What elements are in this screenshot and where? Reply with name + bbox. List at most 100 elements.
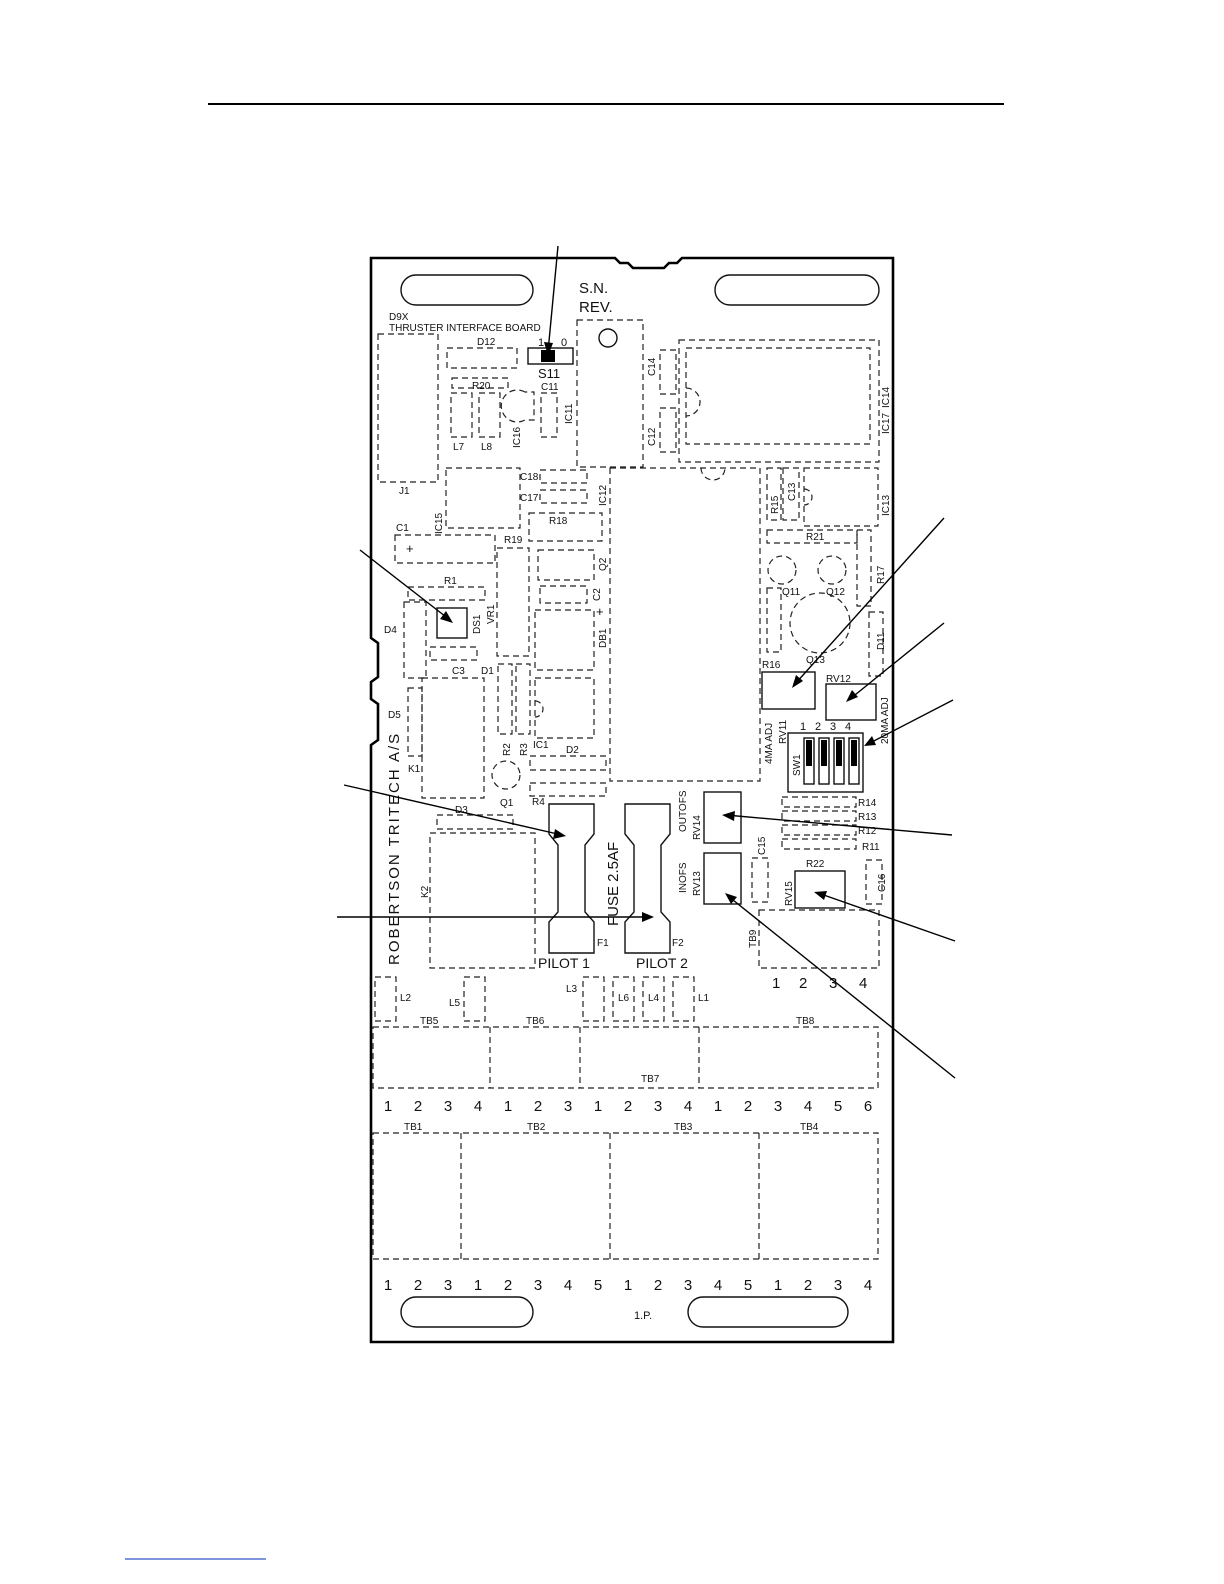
terminal-pin-number: 1: [594, 1098, 602, 1115]
arrowhead: [725, 893, 737, 904]
sw1-lever-2[interactable]: [818, 737, 830, 785]
board-name: THRUSTER INTERFACE BOARD: [389, 323, 541, 334]
terminal-pin-number: 1: [474, 1277, 482, 1294]
ma4-label: 4MA ADJ: [764, 723, 775, 764]
r11-outline: [781, 838, 857, 850]
serial-block: [576, 319, 644, 468]
rv13-trimmer[interactable]: [703, 852, 742, 905]
c16-label: C16: [877, 873, 888, 892]
sw1-knob-2: [821, 740, 827, 766]
terminal-pin-number: 2: [534, 1098, 542, 1115]
sw1-knob-3: [836, 740, 842, 766]
l5-outline: [463, 976, 486, 1022]
q12-label: Q12: [826, 587, 845, 598]
rv14-trimmer[interactable]: [703, 791, 742, 844]
callout-r16: [794, 517, 945, 685]
terminal-pin-number: 2: [654, 1277, 662, 1294]
sw1-knob-4: [851, 740, 857, 766]
terminal-pin-number: 1: [714, 1098, 722, 1115]
r18-label: R18: [549, 516, 568, 527]
arrowhead: [642, 912, 654, 922]
board-model: D9X: [389, 312, 409, 323]
terminal-pin-number: 4: [714, 1277, 722, 1294]
d1-label: D1: [481, 666, 494, 677]
l2-outline: [374, 976, 397, 1022]
c15-outline: [751, 857, 769, 903]
c11-label: C11: [541, 382, 559, 393]
terminal-pin-number: 4: [804, 1098, 812, 1115]
rv11-label: RV11: [778, 719, 789, 744]
r14-outline: [781, 796, 857, 808]
arrowhead: [792, 675, 803, 688]
sw1-label: SW1: [792, 754, 803, 776]
terminal-pin-number: 4: [474, 1098, 482, 1115]
l7-outline: [450, 392, 473, 438]
terminal-pin-number: 4: [684, 1098, 692, 1115]
fuse-f1: [548, 803, 595, 954]
ds1-led: [436, 607, 468, 639]
arrowhead: [846, 690, 858, 702]
sw1-lever-3[interactable]: [833, 737, 845, 785]
c15-label: C15: [757, 836, 768, 855]
ic14-outline: [685, 347, 871, 445]
d2-label: D2: [566, 745, 579, 756]
fuse-rating-label: FUSE 2.5AF: [605, 842, 622, 926]
sw1-dip-switch[interactable]: [787, 732, 864, 793]
l1-label: L1: [698, 993, 710, 1004]
r22-trimmer[interactable]: [794, 870, 846, 909]
r17-outline: [856, 529, 872, 607]
rv12-trimmer[interactable]: [825, 683, 877, 721]
terminal-pin-number: 2: [804, 1277, 812, 1294]
tb2-label: TB2: [527, 1122, 546, 1133]
q2-outline: [537, 549, 595, 581]
inofs-label: INOFS: [678, 862, 689, 893]
serial-label: S.N.: [579, 280, 608, 297]
tb3-label: TB3: [674, 1122, 693, 1133]
terminal-pin-number: 2: [744, 1098, 752, 1115]
d4-outline: [403, 601, 427, 679]
serial-mount-hole: [598, 328, 618, 348]
tb5-label: TB5: [420, 1016, 439, 1027]
sw1-pos-1: 1: [800, 721, 806, 733]
r4-outline: [529, 782, 607, 797]
r13-label: R13: [858, 812, 877, 823]
revision-label: REV.: [579, 299, 613, 316]
terminal-pin-number: 1: [624, 1277, 632, 1294]
terminal-pin-number: 3: [834, 1277, 842, 1294]
d11-label: D11: [876, 632, 887, 650]
rv15-label: RV15: [784, 881, 795, 906]
r16-label: R16: [762, 660, 781, 671]
r16-trimmer[interactable]: [761, 671, 816, 710]
s11-mark-1: 1: [538, 337, 544, 349]
c14-outline: [659, 349, 677, 395]
callout-fuse-f1: [343, 784, 563, 836]
outofs-label: OUTOFS: [678, 790, 689, 832]
tb9-label: TB9: [748, 929, 759, 948]
j1-connector: [377, 333, 439, 483]
c11-outline: [540, 392, 558, 438]
q1-outline: [491, 760, 521, 790]
main-ic-notch: [700, 467, 726, 481]
r12-outline: [781, 824, 857, 836]
terminal-pin-number: 2: [414, 1277, 422, 1294]
terminal-pin-number: 4: [864, 1277, 872, 1294]
callout-arrows: [337, 245, 956, 1079]
d2-outline: [529, 755, 607, 771]
sw1-lever-4[interactable]: [848, 737, 860, 785]
ds1-label: DS1: [472, 614, 483, 634]
board-outline: [369, 256, 895, 1344]
arrowhead: [440, 611, 453, 623]
ic1-label: IC1: [533, 740, 549, 751]
r21-outline: [766, 529, 858, 544]
q2-label: Q2: [598, 557, 609, 571]
sw1-lever-1[interactable]: [803, 737, 815, 785]
callout-sw1: [867, 699, 954, 745]
ic1-outline: [534, 677, 595, 739]
k2-relay: [429, 832, 536, 969]
callout-rv13: [727, 895, 956, 1079]
terminal-pin-number: 5: [594, 1277, 602, 1294]
s11-mark-0: 0: [561, 337, 567, 349]
arrowhead: [544, 342, 553, 356]
